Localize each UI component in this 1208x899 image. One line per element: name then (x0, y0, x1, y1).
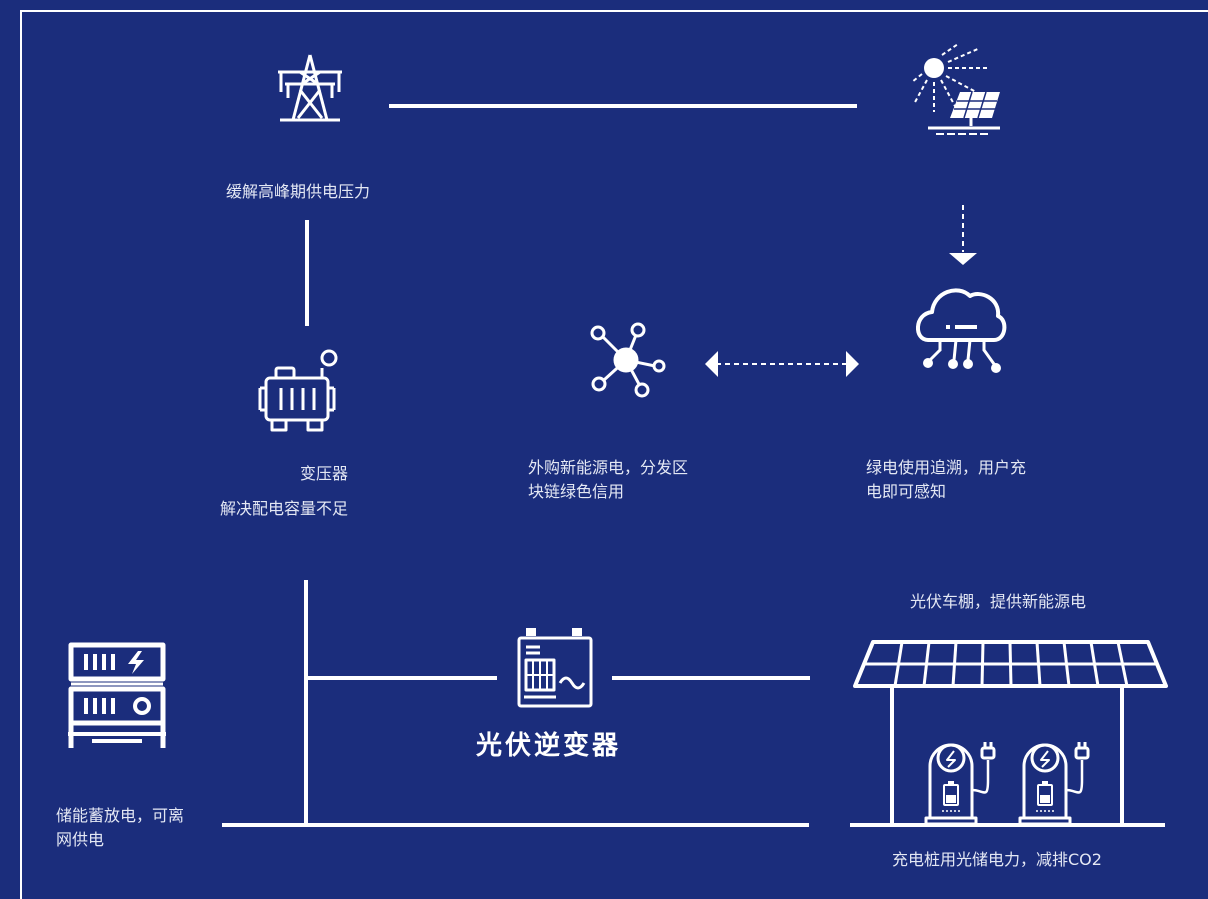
blockchain-caption-line2: 块链绿色信用 (528, 482, 625, 501)
network-hub-icon (590, 322, 666, 398)
blockchain-caption-line1: 外购新能源电，分发区 (528, 458, 689, 477)
connector-lines (222, 104, 1165, 827)
cloud-chip-icon (916, 288, 1007, 373)
chargers-caption: 充电桩用光储电力，减排CO2 (892, 850, 1102, 869)
frame-border (20, 10, 1208, 899)
transformer-icon (258, 349, 338, 432)
inverter-title: 光伏逆变器 (476, 731, 622, 761)
storage-caption-line2: 网供电 (56, 830, 105, 849)
sun-solar-panel-icon (911, 43, 1000, 135)
carport-caption: 光伏车棚，提供新能源电 (910, 592, 1087, 611)
battery-storage-cabinet-icon (68, 642, 166, 748)
charging-pile-icon (924, 742, 1090, 826)
cloud-caption-line2: 电即可感知 (866, 482, 947, 501)
cloud-caption-line1: 绿电使用追溯，用户充 (866, 458, 1027, 477)
down-arrow-icon (949, 205, 977, 265)
inverter-icon (517, 628, 593, 708)
storage-caption-line1: 储能蓄放电，可离 (56, 806, 185, 825)
power-tower-icon (278, 54, 342, 122)
solar-carport-icon (853, 640, 1168, 825)
transformer-caption: 解决配电容量不足 (220, 499, 349, 518)
tower-caption: 缓解高峰期供电压力 (226, 182, 371, 201)
transformer-title: 变压器 (300, 464, 349, 483)
double-arrow-icon (705, 351, 859, 377)
